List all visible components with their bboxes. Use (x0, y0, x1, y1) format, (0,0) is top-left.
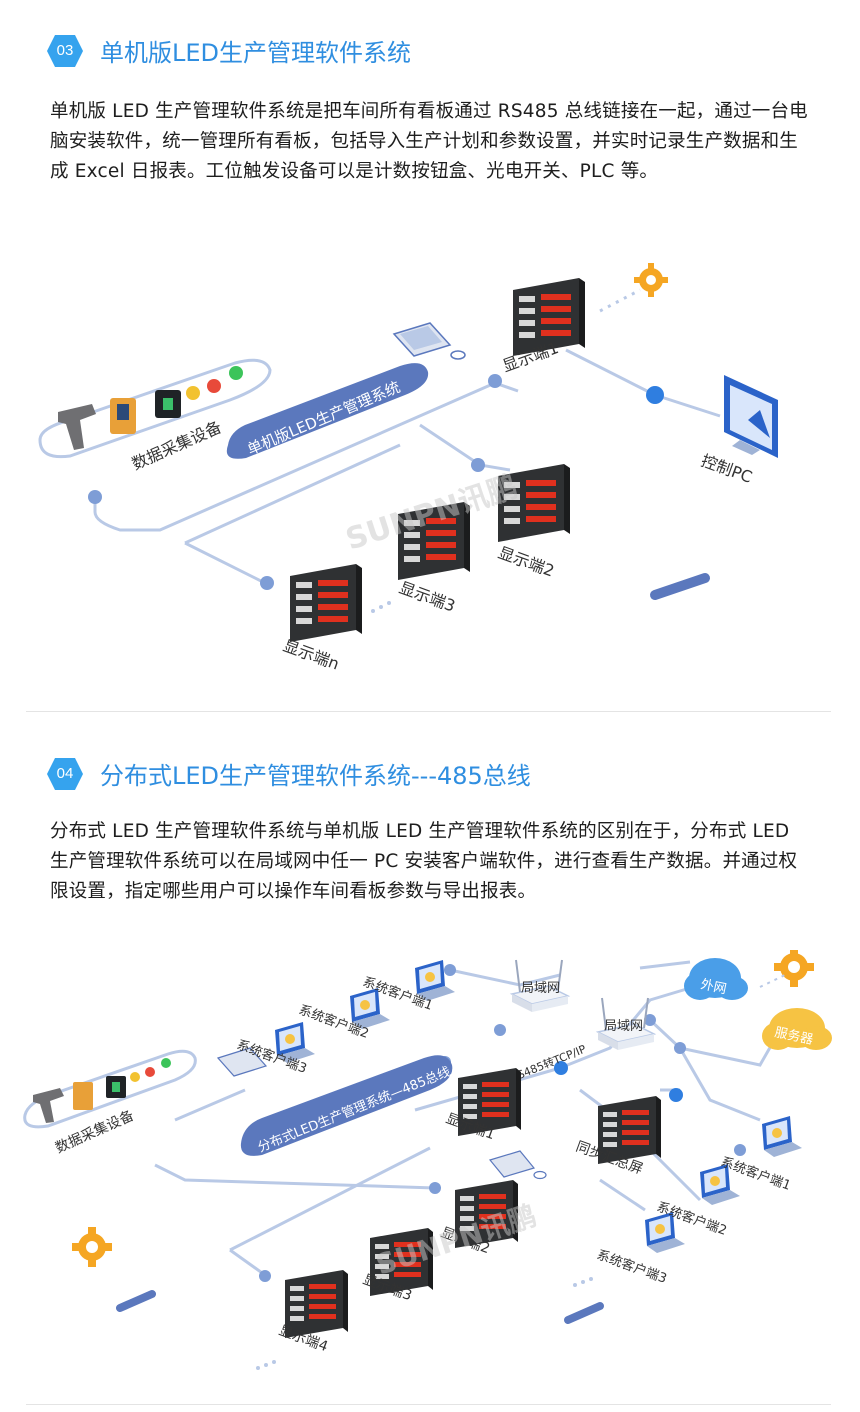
section-divider (26, 1404, 831, 1405)
section-description: 单机版 LED 生产管理软件系统是把车间所有看板通过 RS485 总线链接在一起… (50, 101, 808, 182)
counter-box-icon (73, 1082, 93, 1110)
section-distributed: 04 分布式LED生产管理软件系统---485总线 分布式 LED 生产管理软件… (0, 712, 860, 1412)
node-icon (554, 1061, 568, 1075)
internet-label: 外网 (699, 977, 728, 997)
display-label-2: 显示端2 (496, 543, 557, 581)
decorative-bar (650, 573, 710, 600)
gear-icon (72, 1227, 112, 1267)
decorative-bar (564, 1302, 604, 1324)
yellow-button-icon (130, 1072, 140, 1082)
node-icon (88, 374, 502, 590)
cloud-icon: 外网 (684, 958, 748, 1000)
gear-icon (634, 263, 668, 297)
scanner-icon (33, 1088, 64, 1123)
monitor-icon (724, 375, 778, 458)
pc-label: 控制PC (699, 451, 755, 487)
decorative-bar (116, 1290, 156, 1312)
yellow-button-icon (186, 386, 200, 400)
red-button-icon (145, 1067, 155, 1077)
section-number: 03 (56, 42, 74, 59)
mouse-icon (450, 350, 466, 360)
section-title: 单机版LED生产管理软件系统 (100, 39, 412, 67)
server-label: 服务器 (773, 1024, 814, 1048)
keyboard-icon (488, 1150, 536, 1178)
hexagon-badge-icon: 04 (46, 757, 84, 791)
section-description: 分布式 LED 生产管理软件系统与单机版 LED 生产管理软件系统的区别在于，分… (50, 821, 798, 902)
client-right-1-laptop (762, 1116, 802, 1157)
green-button-icon (229, 366, 243, 380)
mouse-icon (533, 1170, 547, 1180)
green-button-icon (161, 1058, 171, 1068)
section-standalone: 03 单机版LED生产管理软件系统 单机版 LED 生产管理软件系统是把车间所有… (38, 33, 808, 674)
display-board-n (290, 564, 362, 642)
cloud-icon: 服务器 (762, 1008, 832, 1050)
client-right-3-label: 系统客户端3 (595, 1247, 669, 1287)
section-divider (26, 711, 831, 712)
lan-label-2: 局域网 (604, 1019, 643, 1034)
scanner-icon (58, 404, 96, 450)
keyboard-icon (392, 322, 452, 357)
section-number: 04 (56, 765, 74, 782)
system-pill: 分布式LED生产管理系统—485总线 (240, 1055, 453, 1156)
distributed-network-diagram: 数据采集设备 分布式LED生产管理系统—485总线 系统客户端1 系统客户端2 … (23, 950, 832, 1370)
red-button-icon (207, 379, 221, 393)
node-icon (646, 386, 664, 404)
lan-label-1: 局域网 (521, 981, 560, 996)
standalone-network-diagram: 数据采集设备 单机版LED生产管理系统 显示端1 显示端2 显示端3 显示端n (38, 263, 778, 674)
section-header: 04 分布式LED生产管理软件系统---485总线 (46, 756, 531, 791)
display-label-n: 显示端n (281, 636, 342, 674)
node-icon (259, 964, 746, 1282)
hexagon-badge-icon: 03 (46, 34, 84, 68)
gear-icon (774, 950, 814, 987)
display-label-3: 显示端3 (397, 578, 458, 616)
keyboard-icon (216, 1047, 268, 1077)
section-header: 03 单机版LED生产管理软件系统 (46, 33, 411, 68)
node-icon (669, 1088, 683, 1102)
section-title: 分布式LED生产管理软件系统---485总线 (100, 762, 531, 790)
